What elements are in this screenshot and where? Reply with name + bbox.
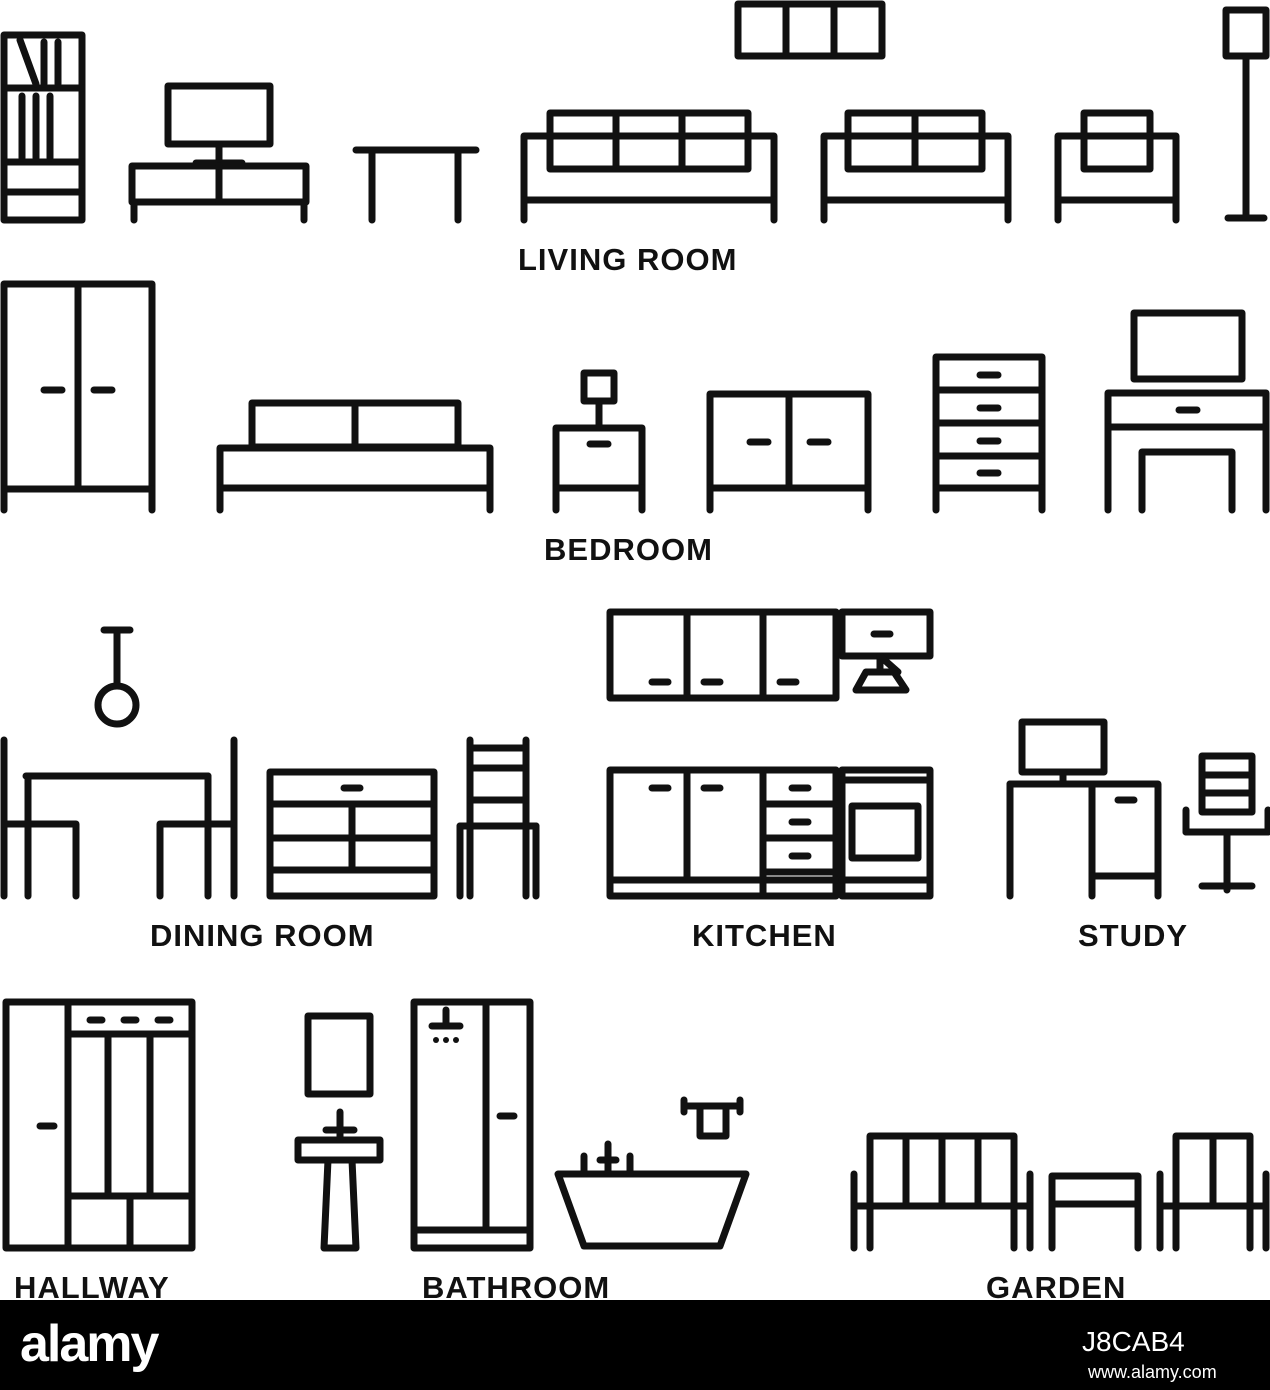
wall-shelf-icon [734, 0, 886, 60]
bathroom-mirror-icon [304, 1012, 374, 1098]
section-label-bedroom: BEDROOM [544, 532, 713, 567]
office-chair-icon [1182, 752, 1270, 894]
sideboard-icon [706, 390, 872, 514]
armchair-icon [1054, 109, 1180, 224]
floor-lamp-icon [1222, 6, 1270, 222]
pedestal-sink-icon [294, 1108, 384, 1252]
section-label-living-room: LIVING ROOM [518, 242, 738, 277]
section-label-bathroom: BATHROOM [422, 1270, 611, 1305]
nightstand-icon [552, 369, 646, 514]
computer-desk-icon [1006, 718, 1162, 900]
section-label-garden: GARDEN [986, 1270, 1127, 1305]
wardrobe-icon [0, 280, 156, 514]
buffet-cabinet-icon [266, 768, 438, 900]
tv-stand-icon [128, 82, 310, 224]
hallway-wardrobe-icon [2, 998, 196, 1252]
bookshelf-icon [0, 31, 86, 224]
garden-table-icon [1048, 1172, 1142, 1252]
bed-icon [216, 399, 494, 514]
bathtub-icon [554, 1140, 750, 1250]
section-label-kitchen: KITCHEN [692, 918, 837, 953]
oven-icon [838, 766, 934, 900]
dining-chair-icon [456, 736, 540, 900]
image-id: J8CAB4 [1082, 1326, 1185, 1357]
pendant-lamp-icon [94, 626, 140, 728]
three-seat-sofa-icon [520, 109, 778, 224]
dining-table-icon [0, 736, 238, 900]
chest-of-drawers-icon [932, 353, 1046, 514]
base-cabinets-icon [606, 766, 840, 900]
section-label-dining-room: DINING ROOM [150, 918, 375, 953]
section-label-hallway: HALLWAY [14, 1270, 170, 1305]
two-seat-sofa-icon [820, 109, 1012, 224]
shower-drops-icon [433, 1037, 459, 1043]
garden-bench-icon [850, 1132, 1034, 1252]
upper-cabinets-icon [606, 608, 840, 702]
brand-logo: alamy [20, 1315, 159, 1373]
garden-chair-icon [1156, 1132, 1270, 1252]
section-label-study: STUDY [1078, 918, 1189, 953]
watermark-footer: alamy J8CAB4 www.alamy.com [0, 1300, 1270, 1390]
shower-cabin-icon [410, 998, 534, 1252]
range-hood-icon [838, 608, 934, 694]
coffee-table-icon [352, 146, 480, 224]
site-url: www.alamy.com [1088, 1362, 1217, 1382]
vanity-table-icon [1104, 309, 1270, 514]
furniture-icon-sheet [0, 0, 1270, 1252]
towel-rack-icon [680, 1096, 744, 1140]
